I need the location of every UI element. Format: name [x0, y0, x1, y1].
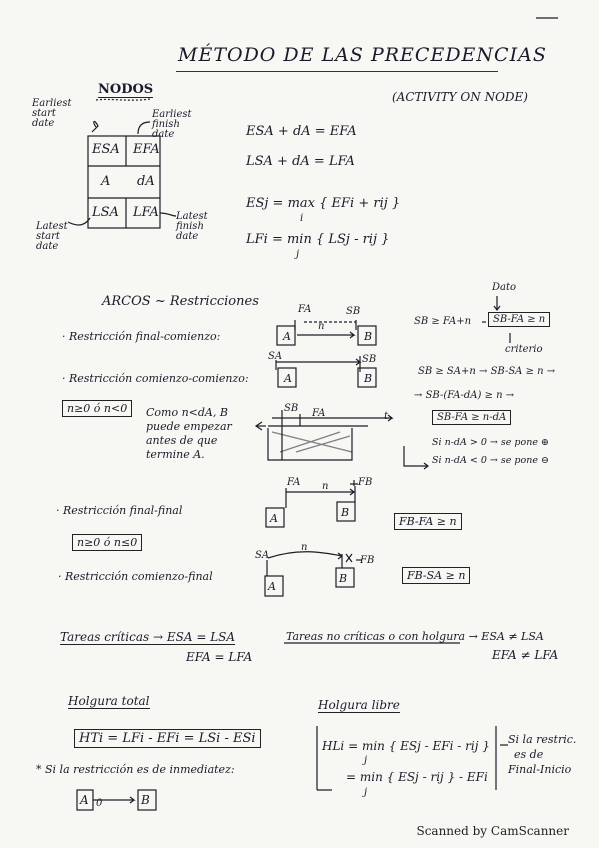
- node-cell-a: A: [101, 174, 111, 189]
- title-underline: [176, 71, 498, 72]
- cf-lag-n: n: [301, 542, 308, 553]
- holgura-libre-sub1: j: [364, 755, 368, 766]
- restriccion-final-comienzo: · Restricción final-comienzo:: [62, 330, 221, 343]
- restriccion-comienzo-final: · Restricción comienzo-final: [58, 570, 213, 583]
- fc-result-box: SB-FA ≥ n: [488, 312, 551, 327]
- cc-node-b: B: [364, 372, 373, 385]
- inmediatez-lag: 0: [96, 798, 103, 809]
- node-cell-ls: LSA: [92, 205, 119, 220]
- cc-si-positive: Si n-dA > 0 → se pone ⊕: [432, 437, 549, 448]
- cc-sb: SB: [362, 354, 377, 365]
- camscanner-watermark: Scanned by CamScanner: [416, 824, 569, 838]
- inmediatez-node-b: B: [141, 793, 150, 807]
- equation-lf-min: LFi = min { LSj - rij }: [246, 232, 390, 247]
- equation-lf-min-sub: j: [296, 249, 300, 260]
- fc-lag-n: n: [318, 321, 325, 332]
- tareas-no-criticas-ef: EFA ≠ LFA: [492, 648, 559, 662]
- holgura-total-heading: Holgura total: [68, 694, 150, 709]
- ff-result-box: FB-FA ≥ n: [394, 513, 462, 530]
- equation-ls-lf: LSA + dA = LFA: [246, 154, 355, 169]
- fc-criterio-label: criterio: [505, 344, 543, 355]
- tl-fa: FA: [312, 408, 326, 419]
- node-cell-es: ESA: [92, 142, 120, 157]
- cf-node-a: A: [268, 580, 276, 593]
- fc-sb: SB: [346, 306, 361, 317]
- cc-si-negative: Si n-dA < 0 → se pone ⊖: [432, 455, 549, 466]
- tl-t: t: [384, 411, 389, 422]
- cc-node-a: A: [284, 372, 292, 385]
- tl-sb: SB: [284, 403, 299, 414]
- ff-fa: FA: [287, 477, 301, 488]
- fc-node-a: A: [283, 330, 291, 343]
- ff-condition-box: n≥0 ó n≤0: [72, 534, 143, 551]
- nota-inmediatez: * Si la restricción es de inmediatez:: [36, 763, 235, 776]
- tareas-criticas: Tareas críticas → ESA = LSA: [60, 630, 236, 645]
- ff-lag-n: n: [322, 481, 329, 492]
- cc-condition-box: n≥0 ó n<0: [62, 400, 133, 417]
- node-cell-ef: EFA: [133, 142, 160, 157]
- cc-inequality-2: → SB-(FA-dA) ≥ n →: [414, 390, 515, 401]
- fc-fa: FA: [298, 304, 312, 315]
- restriccion-comienzo-comienzo: · Restricción comienzo-comienzo:: [62, 372, 249, 385]
- node-cell-da: dA: [137, 174, 155, 189]
- equation-es-ef: ESA + dA = EFA: [246, 124, 357, 139]
- cc-inequality-1: SB ≥ SA+n → SB-SA ≥ n →: [418, 366, 556, 377]
- inmediatez-node-a: A: [80, 793, 89, 807]
- holgura-libre-eq2: = min { ESj - rij } - EFi: [346, 770, 488, 784]
- holgura-total-equation: HTi = LFi - EFi = LSi - ESi: [74, 729, 261, 748]
- ff-node-a: A: [270, 512, 278, 525]
- fc-inequality: SB ≥ FA+n: [414, 316, 472, 327]
- cf-fb: FB: [360, 555, 375, 566]
- restriccion-final-final: · Restricción final-final: [56, 504, 183, 517]
- cf-node-b: B: [339, 572, 348, 585]
- cc-result-box: SB-FA ≥ n-dA: [432, 410, 512, 425]
- page-title: MÉTODO DE LAS PRECEDENCIAS: [178, 44, 547, 66]
- equation-es-max-sub: i: [300, 213, 304, 224]
- cc-sa: SA: [268, 351, 283, 362]
- holgura-libre-sub2: j: [364, 787, 368, 798]
- nodos-heading: NODOS: [98, 82, 154, 98]
- tareas-no-criticas: Tareas no críticas o con holgura → ESA ≠…: [286, 630, 544, 643]
- cf-sa: SA: [255, 550, 270, 561]
- node-cell-lf: LFA: [133, 205, 159, 220]
- ff-fb: FB: [358, 477, 373, 488]
- cf-result-box: FB-SA ≥ n: [402, 567, 471, 584]
- tareas-criticas-ef: EFA = LFA: [186, 650, 253, 664]
- holgura-libre-heading: Holgura libre: [318, 698, 400, 713]
- fc-node-b: B: [364, 330, 373, 343]
- arcos-heading: ARCOS ~ Restricciones: [102, 294, 259, 309]
- fc-dato-label: Dato: [492, 282, 517, 293]
- ff-node-b: B: [341, 506, 350, 519]
- subtitle: (ACTIVITY ON NODE): [392, 90, 528, 104]
- holgura-libre-eq1: HLi = min { ESj - EFi - rij }: [322, 739, 490, 753]
- equation-es-max: ESj = max { EFi + rij }: [246, 196, 401, 211]
